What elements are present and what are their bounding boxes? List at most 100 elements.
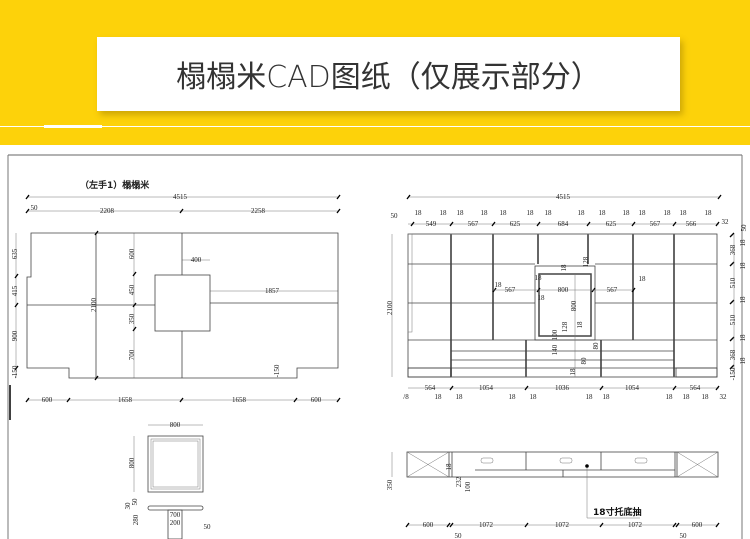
- dimension-label: 128: [561, 321, 569, 332]
- dimension-label: 18: [599, 209, 607, 217]
- dimension-label: 600: [423, 521, 434, 529]
- dimension-label: 18: [569, 368, 577, 376]
- dimension-label: 200: [170, 519, 181, 527]
- dimension-label: 700: [128, 349, 136, 360]
- dimension-label: 18: [739, 357, 747, 365]
- dimension-label: 50: [740, 224, 748, 232]
- dimension-label: 350: [128, 313, 136, 324]
- dimension-label: 50: [455, 532, 463, 539]
- dimension-label: 800: [558, 286, 569, 294]
- dimension-label: 1658: [118, 396, 133, 404]
- dimension-label: 600: [311, 396, 322, 404]
- dimension-label: 566: [686, 220, 697, 228]
- page-title: 榻榻米CAD图纸（仅展示部分）: [176, 60, 601, 95]
- dimension-label: 18: [578, 209, 586, 217]
- dimension-label: 368: [729, 244, 737, 255]
- dimension-label: -150: [273, 364, 281, 377]
- banner-divider: [0, 126, 750, 127]
- dimension-label: 18: [509, 393, 517, 401]
- dimension-label: 564: [425, 384, 436, 392]
- dimension-label: 18: [481, 209, 489, 217]
- dimension-label: 2258: [251, 207, 266, 215]
- dimension-label: 684: [558, 220, 569, 228]
- dimension-label: 80: [580, 357, 588, 365]
- dimension-label: 1072: [628, 521, 643, 529]
- drawer-callout-label: 18寸托底抽: [593, 506, 642, 518]
- drawing-frame: [7, 154, 743, 539]
- dimension-label: 18: [739, 262, 747, 270]
- dimension-label: 1054: [479, 384, 494, 392]
- dimension-label: 18: [586, 393, 594, 401]
- dimension-label: 800: [570, 300, 578, 311]
- dimension-label: 368: [729, 349, 737, 360]
- dimension-label: 232: [455, 476, 463, 487]
- dimension-label: 50: [391, 212, 399, 220]
- dimension-label: 18: [440, 209, 448, 217]
- dimension-label: 18: [560, 264, 568, 272]
- dimension-label: 800: [170, 421, 181, 429]
- dimension-label: 100: [464, 481, 472, 492]
- table-detail: [133, 424, 204, 539]
- dimension-label: 700: [170, 511, 181, 519]
- dimension-label: 1658: [232, 396, 247, 404]
- dimension-label: 30: [124, 502, 132, 510]
- dimension-label: 18: [680, 209, 688, 217]
- dimension-label: 1072: [555, 521, 570, 529]
- dimension-label: 18: [535, 274, 543, 282]
- dimension-label: 1054: [625, 384, 640, 392]
- dimension-label: 18: [538, 294, 546, 302]
- dimension-label: 600: [42, 396, 53, 404]
- dimension-label: 18: [495, 281, 503, 289]
- dimension-label: 2100: [386, 301, 394, 316]
- title-card: 榻榻米CAD图纸（仅展示部分）: [97, 37, 680, 111]
- dimension-label: 625: [606, 220, 617, 228]
- dimension-label: /8: [403, 393, 409, 401]
- dimension-label: 625: [510, 220, 521, 228]
- dimension-label: 32: [722, 218, 730, 226]
- dimension-label: 140: [551, 344, 559, 355]
- dimension-label: 128: [582, 256, 590, 267]
- dimension-label: 567: [650, 220, 661, 228]
- dimension-label: 18: [445, 463, 453, 471]
- dimension-label: 32: [720, 393, 728, 401]
- dimension-label: 2100: [90, 298, 98, 313]
- dimension-label: 18: [576, 321, 584, 329]
- dimension-label: 18: [415, 209, 423, 217]
- dimension-label: 510: [729, 314, 737, 325]
- dimension-label: 2208: [100, 207, 115, 215]
- dimension-label: 18: [623, 209, 631, 217]
- dimension-label: -150: [11, 365, 19, 378]
- dimension-label: 100: [551, 329, 559, 340]
- dimension-label: 18: [664, 209, 672, 217]
- dimension-label: 564: [690, 384, 701, 392]
- dimension-label: 18: [456, 393, 464, 401]
- drawer-plan-view: [391, 451, 720, 528]
- dimension-label: 18: [639, 209, 647, 217]
- dimension-label: 18: [530, 393, 538, 401]
- dimension-label: 50: [204, 523, 212, 531]
- dimension-label: 18: [457, 209, 465, 217]
- left-plan-title: （左手1）榻榻米: [80, 179, 150, 191]
- dimension-label: 80: [592, 342, 600, 350]
- dimension-label: -150: [729, 367, 737, 380]
- dimension-label: 18: [603, 393, 611, 401]
- dimension-label: 18: [739, 296, 747, 304]
- dimension-label: 18: [705, 209, 713, 217]
- dimension-label: 50: [680, 532, 688, 539]
- dimension-label: 4515: [556, 193, 571, 201]
- dimension-label: 18: [435, 393, 443, 401]
- dimension-label: 18: [500, 209, 508, 217]
- dimension-label: 900: [11, 330, 19, 341]
- dimension-label: 415: [11, 285, 19, 296]
- dimension-label: 18: [666, 393, 674, 401]
- dimension-label: 18: [545, 209, 553, 217]
- dimension-label: 18: [739, 239, 747, 247]
- dimension-label: 1857: [265, 287, 280, 295]
- banner-accent-tab: [44, 125, 102, 128]
- dimension-label: 18: [702, 393, 710, 401]
- dimension-label: 567: [505, 286, 516, 294]
- dimension-label: 567: [607, 286, 618, 294]
- dimension-label: 1036: [555, 384, 570, 392]
